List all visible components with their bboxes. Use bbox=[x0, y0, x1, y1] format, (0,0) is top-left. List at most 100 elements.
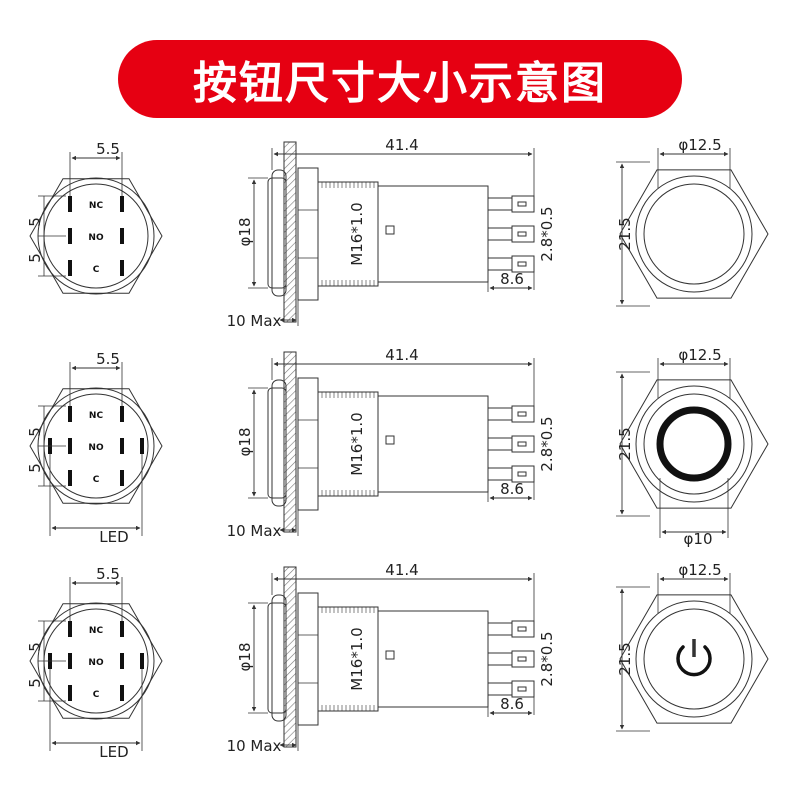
led-label: LED bbox=[99, 528, 128, 546]
dim-length: 41.4 bbox=[385, 136, 418, 154]
terminal-pin bbox=[120, 196, 124, 212]
terminal-hole bbox=[517, 441, 527, 447]
dim-height: 21.5 bbox=[616, 217, 634, 250]
terminal-tab bbox=[487, 622, 513, 636]
dim-pitch-vertical-2: 5 bbox=[26, 463, 44, 473]
button-cap bbox=[267, 387, 287, 499]
face-bezel-outer bbox=[635, 175, 753, 293]
dim-height: 21.5 bbox=[616, 427, 634, 460]
pin-label: C bbox=[93, 690, 100, 700]
terminal-blade bbox=[511, 435, 535, 453]
terminal-blade bbox=[511, 620, 535, 638]
terminal-pin bbox=[68, 406, 72, 422]
side-view: 41.4 φ18 M16*1.0 2.8*0.5 8.6 10 Max bbox=[227, 346, 556, 540]
hex-nut-outline bbox=[29, 388, 163, 504]
terminal-pin bbox=[120, 653, 124, 669]
face-bezel-inner bbox=[643, 608, 745, 710]
dim-terminal: 2.8*0.5 bbox=[538, 631, 556, 686]
dim-outer-diameter: φ12.5 bbox=[678, 561, 721, 579]
terminal-pin bbox=[68, 621, 72, 637]
terminal-tab bbox=[487, 682, 513, 696]
dim-outer-diameter: φ12.5 bbox=[678, 346, 721, 364]
button-cap bbox=[267, 602, 287, 714]
dim-ring-diameter: φ10 bbox=[684, 530, 713, 548]
page-title: 按钮尺寸大小示意图 bbox=[193, 58, 607, 109]
face-view: 21.5 φ12.5 bbox=[616, 136, 769, 307]
terminal-tab bbox=[487, 652, 513, 666]
terminal-tab bbox=[487, 227, 513, 241]
terminal-tab bbox=[487, 197, 513, 211]
face-bezel-inner bbox=[643, 393, 745, 495]
index-mark bbox=[385, 435, 395, 445]
button-bezel bbox=[271, 379, 287, 507]
terminal-pin bbox=[120, 685, 124, 701]
terminal-hole bbox=[517, 201, 527, 207]
terminal-blade bbox=[511, 405, 535, 423]
hex-nut bbox=[297, 377, 319, 511]
terminal-hole bbox=[517, 656, 527, 662]
terminal-hole bbox=[517, 686, 527, 692]
terminal-hole bbox=[517, 471, 527, 477]
dim-thread: M16*1.0 bbox=[348, 202, 366, 265]
hex-nut bbox=[297, 167, 319, 301]
terminal-blade bbox=[511, 650, 535, 668]
hex-nut-outline bbox=[29, 178, 163, 294]
dim-thread: M16*1.0 bbox=[348, 627, 366, 690]
dim-terminal: 2.8*0.5 bbox=[538, 206, 556, 261]
terminal-pin bbox=[120, 228, 124, 244]
dim-panel: 10 Max bbox=[227, 737, 282, 755]
dim-rear: 8.6 bbox=[500, 270, 524, 288]
dim-length: 41.4 bbox=[385, 561, 418, 579]
dim-rear: 8.6 bbox=[500, 695, 524, 713]
pin-label: NC bbox=[89, 201, 104, 211]
led-pin bbox=[140, 653, 144, 669]
terminal-blade bbox=[511, 225, 535, 243]
terminal-tab bbox=[487, 467, 513, 481]
dim-terminal: 2.8*0.5 bbox=[538, 416, 556, 471]
dim-thread: M16*1.0 bbox=[348, 412, 366, 475]
pin-label: NC bbox=[89, 626, 104, 636]
side-view: 41.4 φ18 M16*1.0 2.8*0.5 8.6 10 Max bbox=[227, 561, 556, 755]
face-hex-nut bbox=[619, 169, 769, 299]
index-mark bbox=[385, 225, 395, 235]
dim-pitch-horizontal: 5.5 bbox=[96, 140, 120, 158]
terminal-pin bbox=[120, 621, 124, 637]
dim-outer-diameter: φ12.5 bbox=[678, 136, 721, 154]
terminal-pin bbox=[68, 685, 72, 701]
terminal-hole bbox=[517, 231, 527, 237]
index-mark bbox=[385, 650, 395, 660]
dim-diameter: φ18 bbox=[236, 643, 254, 672]
dim-rear: 8.6 bbox=[500, 480, 524, 498]
terminal-pin bbox=[68, 438, 72, 454]
terminal-pin bbox=[68, 470, 72, 486]
button-cap bbox=[267, 177, 287, 289]
dim-pitch-vertical-1: 5 bbox=[26, 217, 44, 227]
face-hex-nut bbox=[619, 379, 769, 509]
led-ring bbox=[656, 406, 732, 482]
terminal-pin bbox=[120, 406, 124, 422]
pin-label: NC bbox=[89, 411, 104, 421]
dim-diameter: φ18 bbox=[236, 428, 254, 457]
terminal-pin bbox=[68, 260, 72, 276]
terminal-tab bbox=[487, 257, 513, 271]
face-view: 21.5 φ12.5 φ10 bbox=[616, 346, 769, 548]
terminal-tab bbox=[487, 437, 513, 451]
terminal-pin bbox=[120, 470, 124, 486]
terminal-blade bbox=[511, 195, 535, 213]
dim-panel: 10 Max bbox=[227, 522, 282, 540]
terminal-pin bbox=[68, 228, 72, 244]
dim-pitch-horizontal: 5.5 bbox=[96, 565, 120, 583]
hex-nut-outline bbox=[29, 603, 163, 719]
dim-panel: 10 Max bbox=[227, 312, 282, 330]
dim-length: 41.4 bbox=[385, 346, 418, 364]
dim-pitch-vertical-2: 5 bbox=[26, 253, 44, 263]
